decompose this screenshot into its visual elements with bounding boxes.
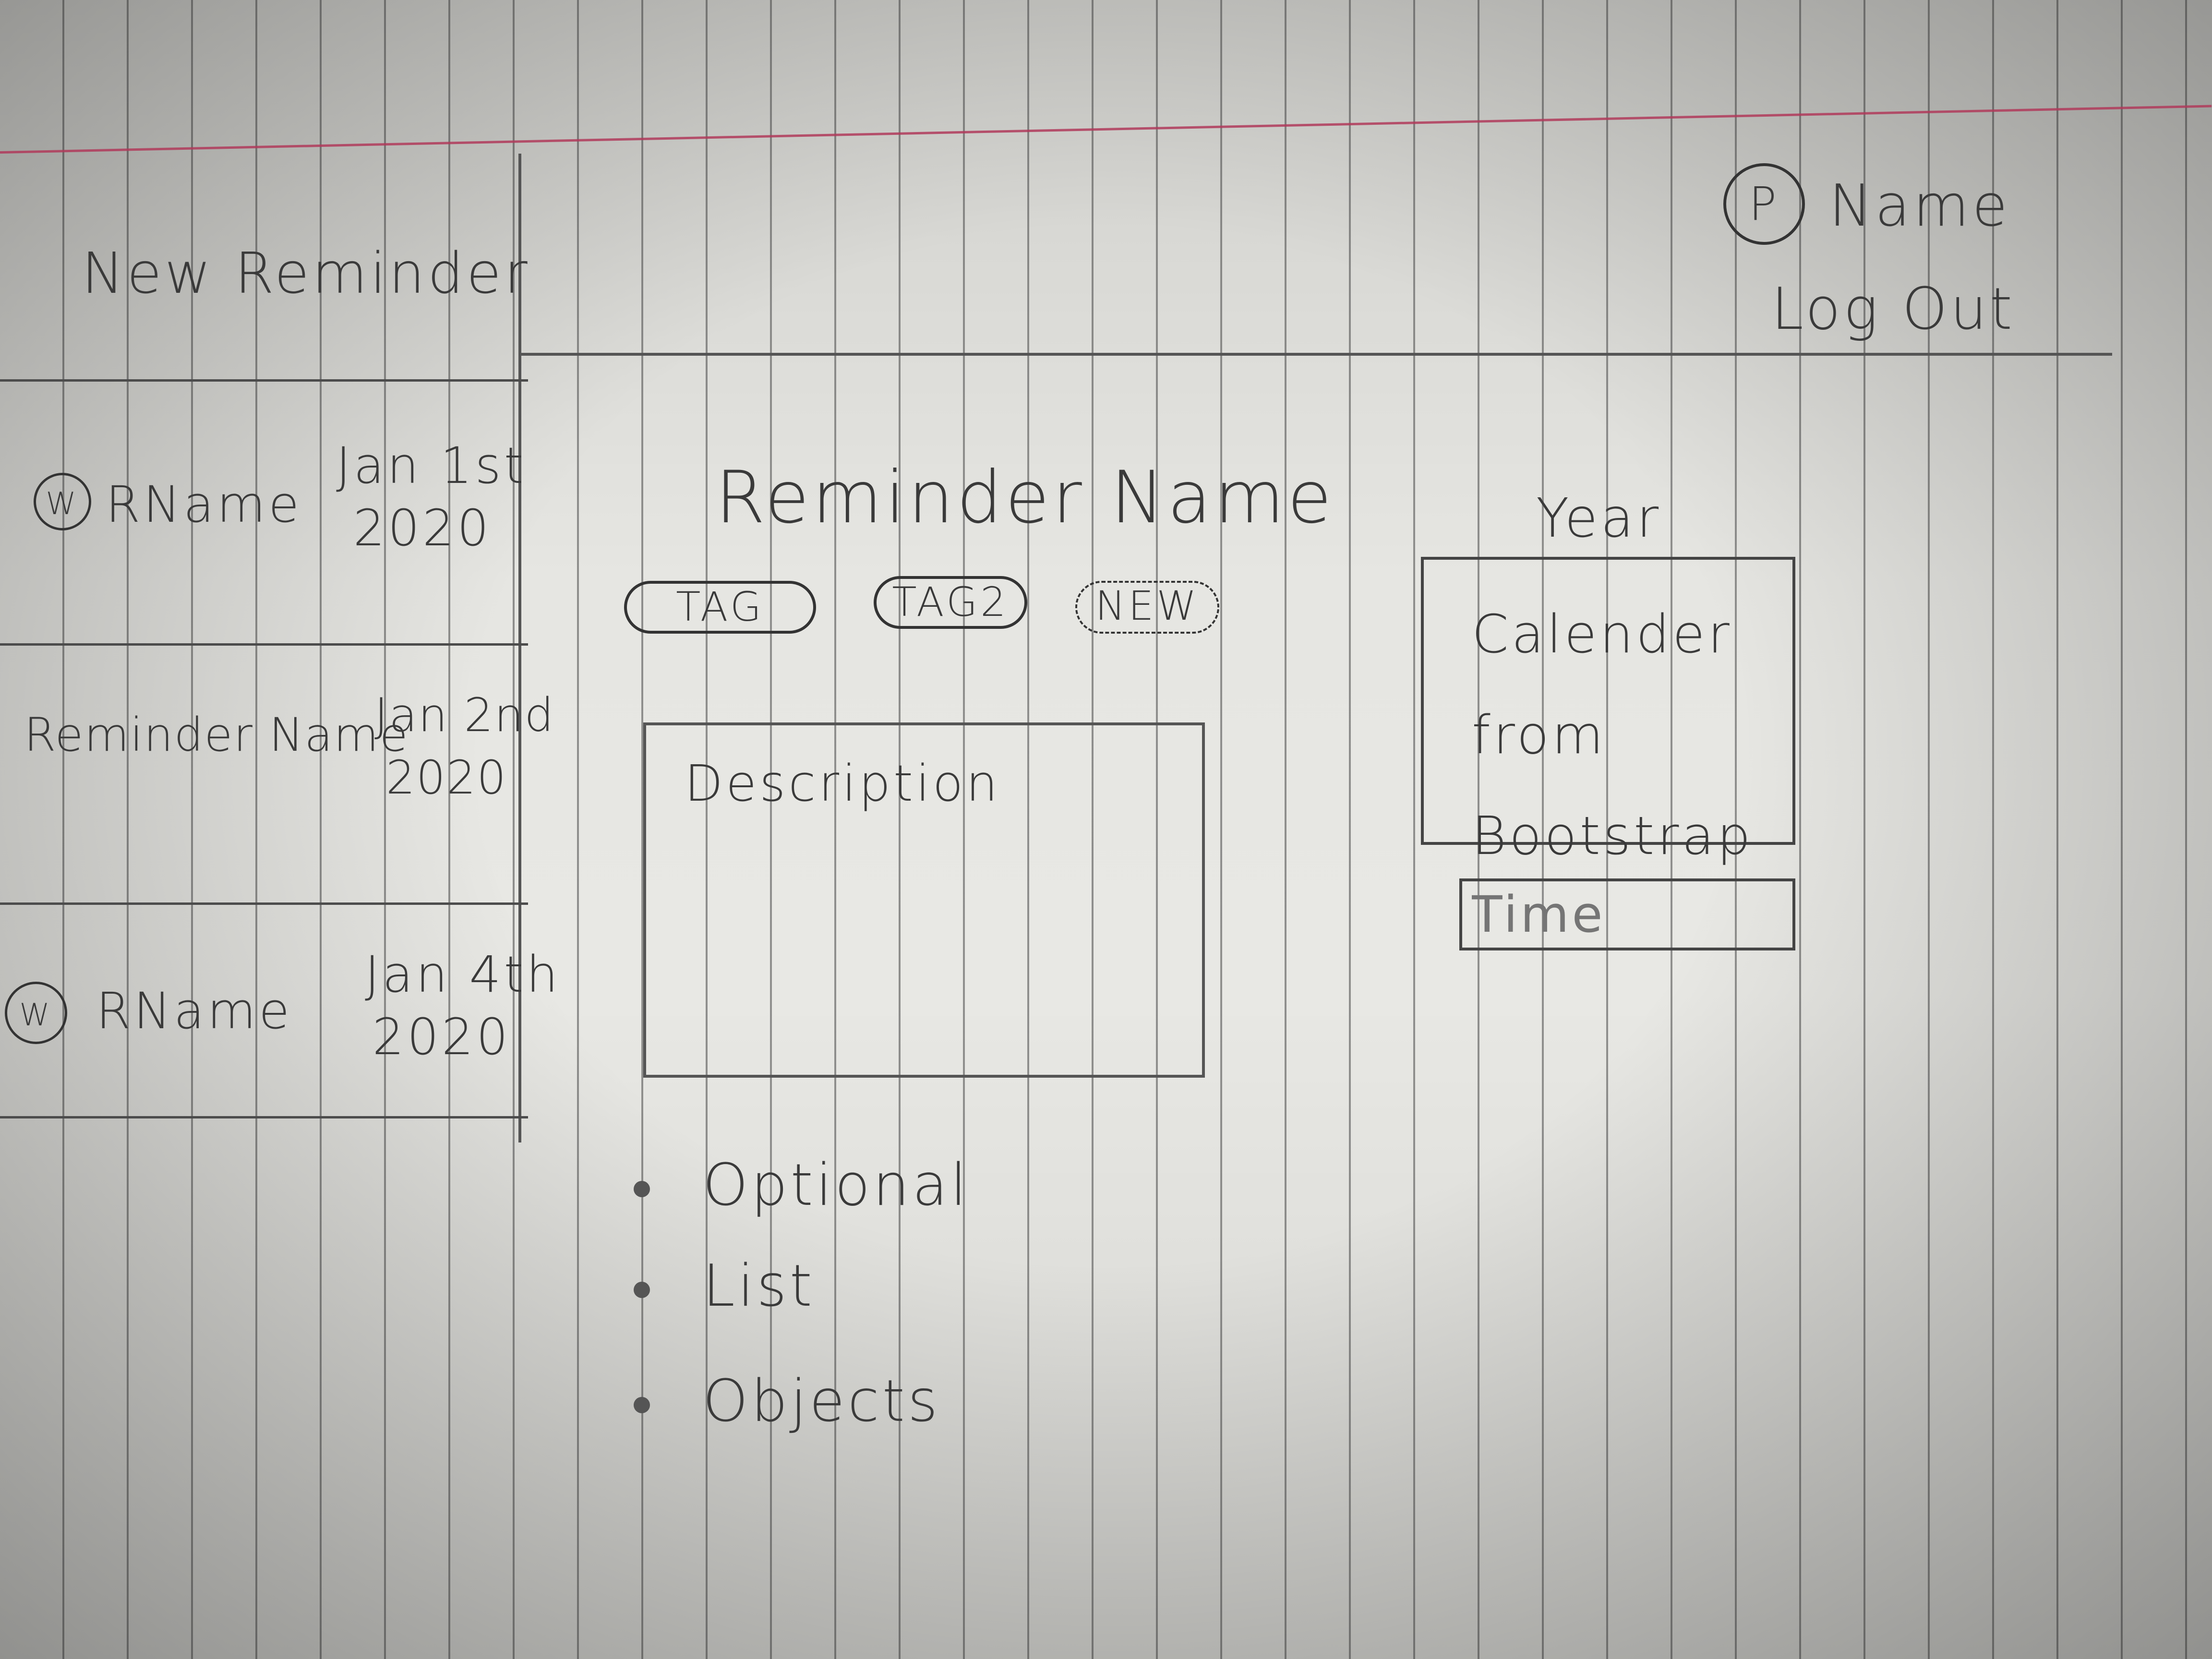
sidebar-divider (0, 1116, 528, 1118)
sidebar-divider (0, 902, 528, 905)
new-reminder-button[interactable]: New Reminder (82, 240, 530, 306)
reminder-list-item[interactable]: Reminder Name Jan 2nd 2020 (0, 646, 555, 895)
logout-button[interactable]: Log Out (1771, 276, 2015, 343)
reminder-list-item[interactable]: W RName Jan 1st 2020 (0, 382, 528, 631)
profile-avatar[interactable]: P (1723, 163, 1805, 245)
bullet-icon (634, 1397, 650, 1414)
year-label[interactable]: Year (1536, 487, 1662, 550)
calendar-placeholder-text: Calender from Bootstrap (1472, 603, 1754, 866)
description-placeholder: Description (685, 754, 1001, 813)
list-item[interactable]: Optional (634, 1152, 969, 1219)
bullet-icon (634, 1181, 650, 1198)
new-tag-button[interactable]: NEW (1075, 581, 1219, 634)
reminder-item-date: Jan 2nd 2020 (374, 688, 555, 805)
user-name: Name (1829, 173, 2011, 240)
time-input[interactable] (1459, 878, 1795, 950)
reminder-sidebar: New Reminder W RName Jan 1st 2020 Remind… (0, 154, 558, 1142)
list-item[interactable]: Objects (634, 1368, 940, 1435)
list-item[interactable]: List (634, 1253, 815, 1320)
reminder-item-name: RName (96, 982, 293, 1040)
sidebar-divider (0, 643, 528, 646)
reminder-item-date: Jan 4th 2020 (365, 945, 561, 1066)
reminder-item-name: Reminder Name (24, 708, 409, 762)
description-textarea[interactable]: Description (643, 722, 1205, 1078)
reminder-item-name: RName (106, 475, 302, 534)
reminder-list-item[interactable]: W RName Jan 4th 2020 (0, 905, 561, 1154)
tag-pill[interactable]: TAG (624, 581, 816, 634)
tag-pill[interactable]: TAG2 (874, 576, 1027, 629)
reminder-type-icon: W (5, 982, 67, 1044)
calendar-widget[interactable]: Calender from Bootstrap (1421, 557, 1795, 866)
notebook-margin-line (0, 105, 2212, 154)
bullet-icon (634, 1282, 650, 1298)
reminder-item-date: Jan 1st 2020 (336, 436, 527, 557)
sidebar-divider (0, 379, 528, 382)
reminder-title[interactable]: Reminder Name (715, 456, 1335, 540)
reminder-type-icon: W (34, 473, 91, 530)
header-divider (518, 353, 2112, 356)
